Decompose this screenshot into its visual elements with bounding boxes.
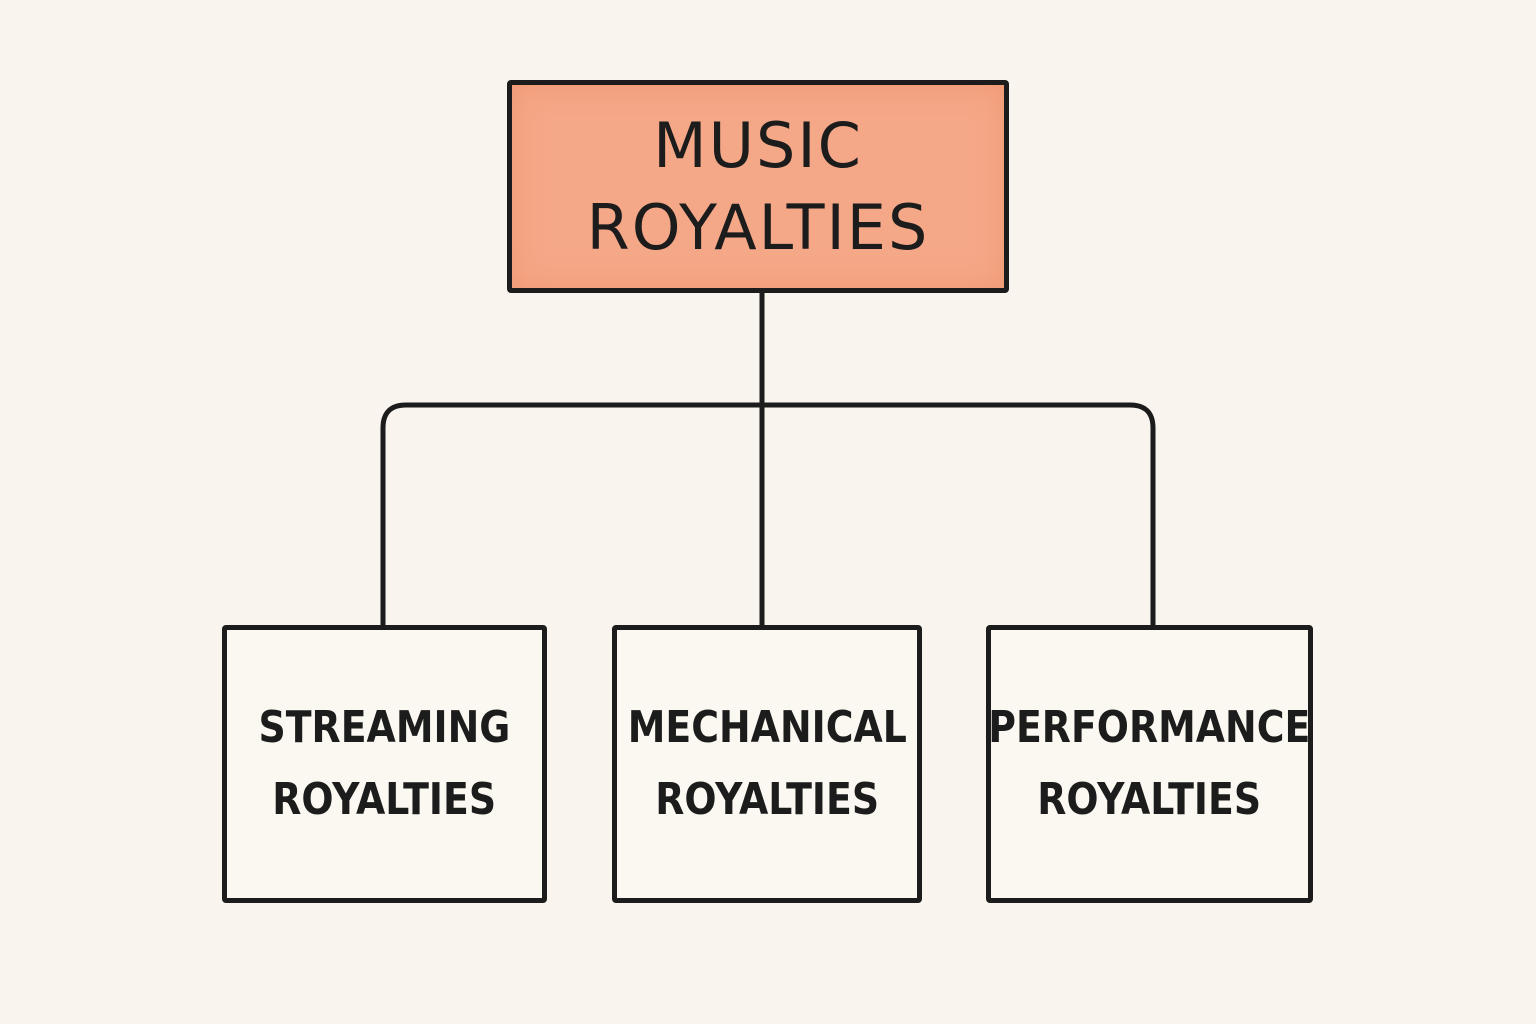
root-node-music-royalties: MUSIC ROYALTIES (507, 80, 1009, 293)
node-streaming-royalties: STREAMING ROYALTIES (222, 625, 547, 903)
node-label-line1: STREAMING (258, 702, 511, 753)
node-mechanical-royalties: MECHANICAL ROYALTIES (612, 625, 922, 903)
root-label-line2: ROYALTIES (586, 190, 930, 264)
node-label-line2: ROYALTIES (272, 774, 497, 825)
root-label-line1: MUSIC (653, 108, 863, 182)
branch-line (380, 402, 1156, 627)
node-label-line1: PERFORMANCE (988, 702, 1311, 753)
node-label-line2: ROYALTIES (1037, 774, 1262, 825)
node-label-line1: MECHANICAL (627, 702, 907, 753)
node-label-line2: ROYALTIES (655, 774, 879, 825)
node-performance-royalties: PERFORMANCE ROYALTIES (986, 625, 1313, 903)
